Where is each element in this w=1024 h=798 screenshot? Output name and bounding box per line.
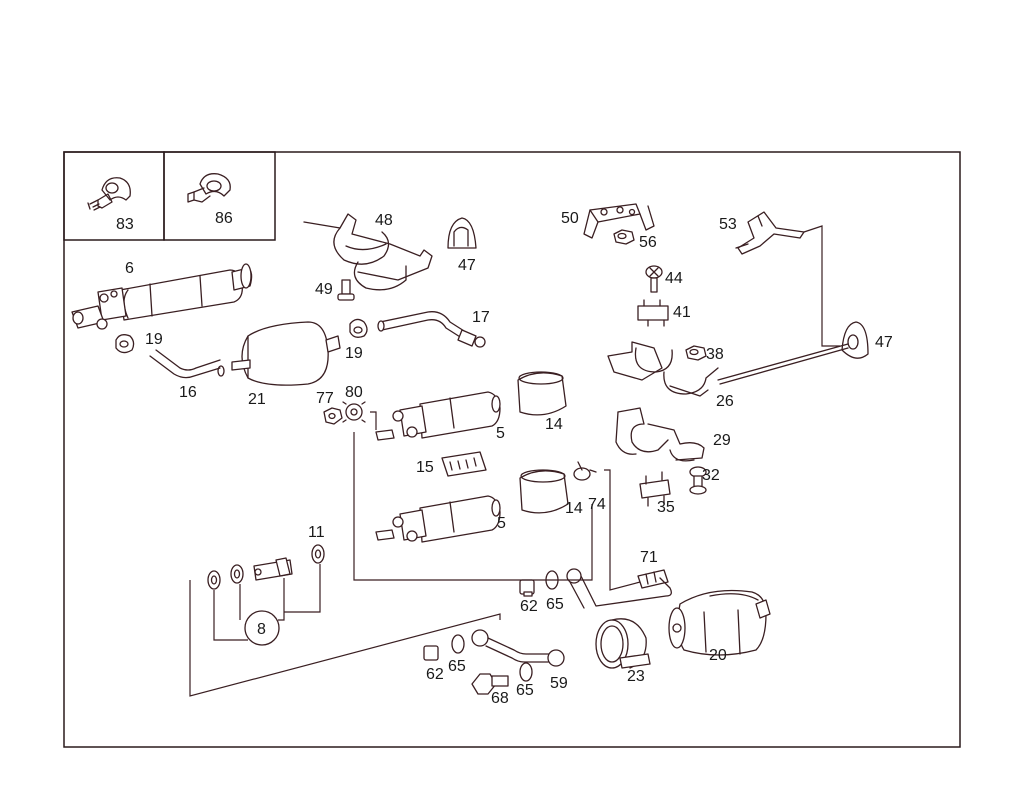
screw-44-icon bbox=[645, 265, 663, 293]
label-47b: 47 bbox=[875, 334, 893, 351]
group-circle-8 bbox=[244, 610, 280, 646]
label-38: 38 bbox=[706, 346, 724, 363]
clamp-19a-icon bbox=[115, 334, 135, 354]
label-41: 41 bbox=[673, 304, 691, 321]
label-14a: 14 bbox=[545, 416, 563, 433]
label-59: 59 bbox=[550, 675, 568, 692]
label-11: 11 bbox=[308, 524, 325, 541]
washer-mid-icon bbox=[230, 564, 244, 584]
fitting-71-icon bbox=[637, 569, 669, 589]
label-32: 32 bbox=[702, 467, 720, 484]
washer-left-icon bbox=[207, 570, 221, 590]
label-19a: 19 bbox=[145, 331, 163, 348]
label-44: 44 bbox=[665, 270, 683, 287]
nut-56-icon bbox=[613, 229, 635, 245]
label-68: 68 bbox=[491, 690, 509, 707]
label-21: 21 bbox=[248, 391, 266, 408]
rubber-mount-47a-icon bbox=[447, 217, 477, 249]
label-77: 77 bbox=[316, 390, 334, 407]
label-86: 86 bbox=[215, 210, 233, 227]
screw-32-icon bbox=[689, 466, 707, 495]
label-49: 49 bbox=[315, 281, 333, 298]
label-23: 23 bbox=[627, 668, 645, 685]
fuel-line-17-icon bbox=[377, 311, 486, 348]
clamp-19b-icon bbox=[349, 318, 368, 338]
label-80: 80 bbox=[345, 384, 363, 401]
bracket-29-icon bbox=[615, 407, 705, 462]
part-labels: 83 86 6 48 47 49 50 56 53 44 41 47 19 19… bbox=[116, 210, 893, 707]
clamp-74-icon bbox=[573, 461, 597, 481]
nut-77-icon bbox=[323, 407, 343, 425]
label-47a: 47 bbox=[458, 257, 476, 274]
label-65c: 65 bbox=[516, 682, 534, 699]
inset-box-83 bbox=[63, 151, 165, 241]
leader-lines bbox=[189, 225, 840, 697]
fuel-filter-21-icon bbox=[231, 321, 341, 386]
label-5b: 5 bbox=[497, 515, 506, 532]
label-53: 53 bbox=[719, 216, 737, 233]
clip-41-icon bbox=[637, 299, 669, 327]
label-65a: 65 bbox=[546, 596, 564, 613]
washer-65b-icon bbox=[451, 634, 465, 654]
inset-box-86 bbox=[163, 151, 276, 241]
label-29: 29 bbox=[713, 432, 731, 449]
nut-38-icon bbox=[685, 345, 707, 361]
washer-65c-icon bbox=[519, 662, 533, 682]
label-50: 50 bbox=[561, 210, 579, 227]
label-6: 6 bbox=[125, 260, 134, 277]
clamp-ring-23-icon bbox=[595, 618, 651, 669]
fuel-pump-5a-icon bbox=[375, 391, 501, 441]
label-83: 83 bbox=[116, 216, 134, 233]
support-rod-icon bbox=[717, 343, 849, 381]
label-62b: 62 bbox=[426, 666, 444, 683]
banjo-bolt-68-icon bbox=[471, 673, 509, 695]
washer-11-icon bbox=[311, 544, 325, 564]
lock-washer-80-icon bbox=[342, 401, 366, 423]
label-62a: 62 bbox=[520, 598, 538, 615]
fuel-pump-5b-icon bbox=[375, 495, 501, 543]
label-35: 35 bbox=[657, 499, 675, 516]
label-17: 17 bbox=[472, 309, 490, 326]
label-19b: 19 bbox=[345, 345, 363, 362]
hollow-bolt-icon bbox=[253, 557, 293, 581]
label-15: 15 bbox=[416, 459, 434, 476]
label-16: 16 bbox=[179, 384, 197, 401]
fuel-line-59-icon bbox=[471, 629, 565, 667]
label-71: 71 bbox=[640, 549, 658, 566]
label-74: 74 bbox=[588, 496, 606, 513]
rubber-sleeve-14a-icon bbox=[517, 371, 567, 416]
banjo-bolt-62a-icon bbox=[519, 579, 535, 597]
label-56: 56 bbox=[639, 234, 657, 251]
hose-clamp-83-icon bbox=[87, 177, 131, 211]
bracket-53-icon bbox=[735, 211, 805, 255]
banjo-bolt-62b-icon bbox=[423, 645, 439, 661]
screw-49-icon bbox=[337, 279, 355, 301]
rubber-sleeve-14b-icon bbox=[519, 469, 569, 514]
label-5a: 5 bbox=[496, 425, 505, 442]
label-65b: 65 bbox=[448, 658, 466, 675]
label-14b: 14 bbox=[565, 500, 583, 517]
label-8: 8 bbox=[257, 621, 266, 638]
label-48: 48 bbox=[375, 212, 393, 229]
bracket-50-icon bbox=[583, 203, 655, 239]
hose-16-icon bbox=[149, 349, 225, 379]
diagram-frame bbox=[63, 151, 961, 748]
bracket-26-icon bbox=[607, 341, 719, 397]
fuel-accumulator-20-icon bbox=[668, 589, 771, 656]
rubber-mount-47b-icon bbox=[841, 321, 869, 359]
clip-35-icon bbox=[639, 471, 671, 507]
label-26: 26 bbox=[716, 393, 734, 410]
hose-clamp-86-icon bbox=[187, 173, 231, 203]
connector-15-icon bbox=[441, 451, 487, 477]
fuel-pump-6-icon bbox=[71, 263, 253, 330]
label-20: 20 bbox=[709, 647, 727, 664]
bracket-48-icon bbox=[303, 213, 433, 291]
